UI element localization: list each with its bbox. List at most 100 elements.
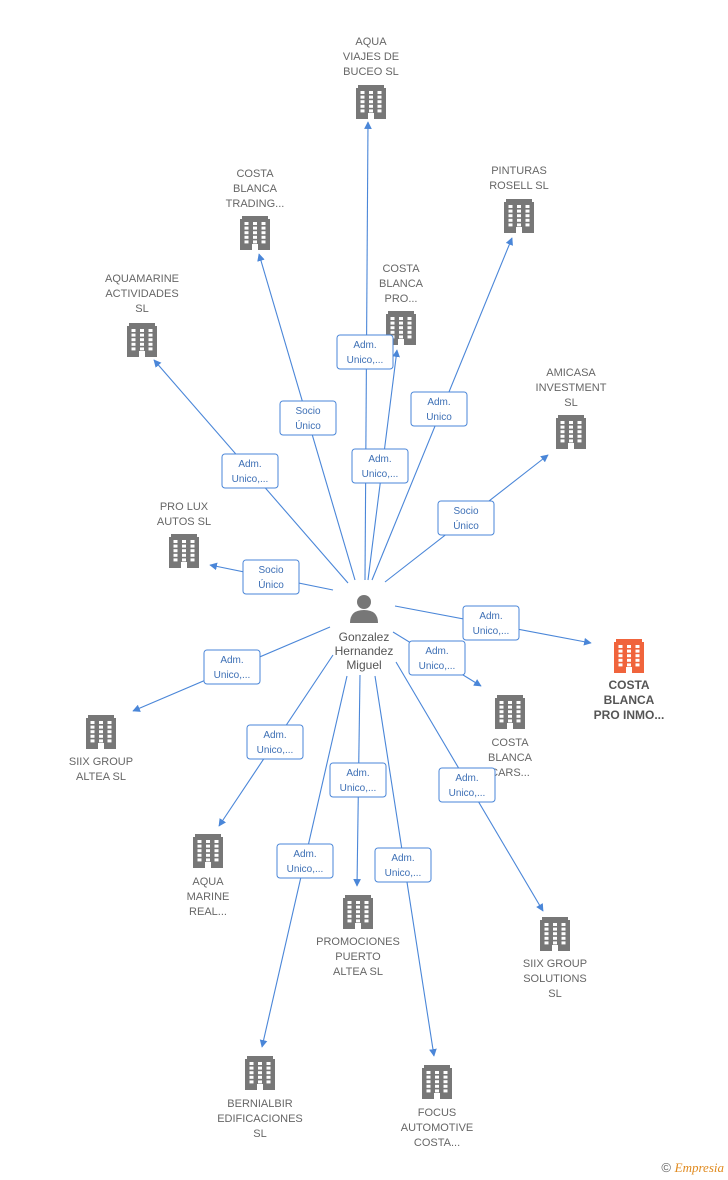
relation-text-line: Adm.	[425, 646, 448, 657]
company-node-costa-blanca-trading[interactable]: COSTA BLANCA TRADING...	[226, 168, 285, 250]
relation-text-line: Único	[453, 519, 479, 532]
relation-text-line: Adm.	[455, 773, 478, 784]
company-label-line: MARINE	[187, 891, 230, 903]
copyright-symbol: ©	[661, 1160, 672, 1175]
relation-label-bernialbir[interactable]: Adm.Unico,...	[276, 843, 334, 879]
building-icon[interactable]	[386, 311, 416, 345]
company-label-line: PRO LUX	[160, 501, 209, 513]
company-node-promociones-puerto[interactable]: PROMOCIONES PUERTO ALTEA SL	[316, 895, 400, 978]
company-label-line: PROMOCIONES	[316, 936, 400, 948]
company-label-line: COSTA	[236, 168, 274, 180]
copyright-notice: © Empresia	[661, 1160, 724, 1176]
relation-text-line: Único	[258, 578, 284, 591]
company-label-line: ACTIVIDADES	[105, 288, 178, 300]
company-label-line: COSTA	[608, 678, 649, 692]
company-label-line: AMICASA	[546, 367, 596, 379]
company-label-line: PRO INMO...	[594, 708, 665, 722]
company-label-line: COSTA	[491, 737, 529, 749]
relation-text-line: Adm.	[427, 397, 450, 408]
relation-label-costa-blanca-cars[interactable]: Adm. Unico,...	[408, 640, 466, 676]
company-label-line: FOCUS	[418, 1107, 457, 1119]
building-icon[interactable]	[556, 415, 586, 449]
relation-label-aqua-viajes[interactable]: Adm.Unico,...	[336, 334, 394, 370]
relation-label-siix-solutions[interactable]: Adm. Unico,...	[438, 767, 496, 803]
company-label-line: BERNIALBIR	[227, 1098, 292, 1110]
company-label-line: SL	[548, 988, 561, 1000]
company-node-focus-automotive[interactable]: FOCUSAUTOMOTIVECOSTA...	[401, 1065, 474, 1149]
building-icon[interactable]	[356, 85, 386, 119]
relation-label-focus-automotive[interactable]: Adm. Unico,...	[374, 847, 432, 883]
relation-text-line: Adm.	[346, 768, 369, 779]
company-label-line: PUERTO	[335, 951, 381, 963]
building-icon[interactable]	[614, 639, 644, 673]
company-label-line: INVESTMENT	[536, 382, 607, 394]
relation-text-line: Unico,...	[419, 661, 456, 672]
company-node-amicasa[interactable]: AMICASA INVESTMENT SL	[536, 367, 607, 449]
company-node-aqua-marine-real[interactable]: AQUAMARINEREAL...	[187, 834, 230, 918]
relation-label-costa-blanca-pro[interactable]: Adm.Unico,...	[351, 448, 409, 484]
relation-label-costa-blanca-pro-inmo[interactable]: Adm.Unico,...	[462, 605, 520, 641]
company-label-line: VIAJES DE	[343, 51, 399, 63]
relation-label-promociones-puerto[interactable]: Adm.Unico,...	[329, 762, 387, 798]
company-label-line: BUCEO SL	[343, 66, 399, 78]
company-node-aqua-viajes[interactable]: AQUA VIAJES DE BUCEO SL	[343, 36, 399, 119]
relation-label-siix-altea[interactable]: Adm.Unico,...	[203, 649, 261, 685]
building-icon[interactable]	[169, 534, 199, 568]
relation-text-line: Adm.	[353, 340, 376, 351]
company-label-line: SL	[564, 397, 577, 409]
building-icon[interactable]	[240, 216, 270, 250]
company-label-line: TRADING...	[226, 198, 285, 210]
relation-text-line: Unico,...	[232, 474, 269, 485]
building-icon[interactable]	[127, 323, 157, 357]
relation-label-aqua-marine-real[interactable]: Adm. Unico,...	[246, 724, 304, 760]
company-label-line: BLANCA	[233, 183, 278, 195]
company-node-costa-blanca-cars[interactable]: COSTABLANCACARS...	[488, 695, 533, 779]
relation-text-line: Adm.	[391, 853, 414, 864]
relation-text-line: Unico	[426, 412, 452, 423]
relation-text-line: Adm.	[368, 454, 391, 465]
company-label-line: SIIX GROUP	[523, 958, 587, 970]
company-node-siix-solutions[interactable]: SIIX GROUP SOLUTIONS SL	[523, 917, 587, 1000]
person-name-line: Hernandez	[335, 644, 394, 658]
building-icon[interactable]	[422, 1065, 452, 1099]
brand-name: Empresia	[674, 1160, 724, 1175]
relation-text-line: Adm.	[293, 849, 316, 860]
relation-text-line: Adm.	[220, 655, 243, 666]
company-node-costa-blanca-pro[interactable]: COSTABLANCAPRO...	[379, 263, 424, 345]
relation-label-pinturas-rosell[interactable]: Adm. Unico	[410, 391, 468, 427]
company-label-line: ALTEA SL	[333, 966, 383, 978]
relation-label-aquamarine-actividades[interactable]: Adm.Unico,...	[221, 453, 279, 489]
company-label-line: COSTA	[382, 263, 420, 275]
building-icon[interactable]	[86, 715, 116, 749]
relation-text-line: Unico,...	[449, 788, 486, 799]
building-icon[interactable]	[495, 695, 525, 729]
company-label-line: PINTURAS	[491, 165, 547, 177]
relation-text-line: Unico,...	[473, 626, 510, 637]
building-icon[interactable]	[504, 199, 534, 233]
building-icon[interactable]	[540, 917, 570, 951]
company-label-line: CARS...	[490, 767, 530, 779]
relation-text-line: Unico,...	[385, 868, 422, 879]
relation-text-line: Unico,...	[257, 745, 294, 756]
company-label-line: SOLUTIONS	[523, 973, 587, 985]
person-name-line: Miguel	[346, 658, 381, 672]
company-label-line: BLANCA	[604, 693, 655, 707]
building-icon[interactable]	[193, 834, 223, 868]
company-label-line: COSTA...	[414, 1137, 460, 1149]
company-label-line: AQUA	[355, 36, 387, 48]
relation-text-line: Adm.	[263, 730, 286, 741]
building-icon[interactable]	[343, 895, 373, 929]
building-icon[interactable]	[245, 1056, 275, 1090]
company-label-line: PRO...	[384, 293, 417, 305]
company-label-line: AQUAMARINE	[105, 273, 179, 285]
